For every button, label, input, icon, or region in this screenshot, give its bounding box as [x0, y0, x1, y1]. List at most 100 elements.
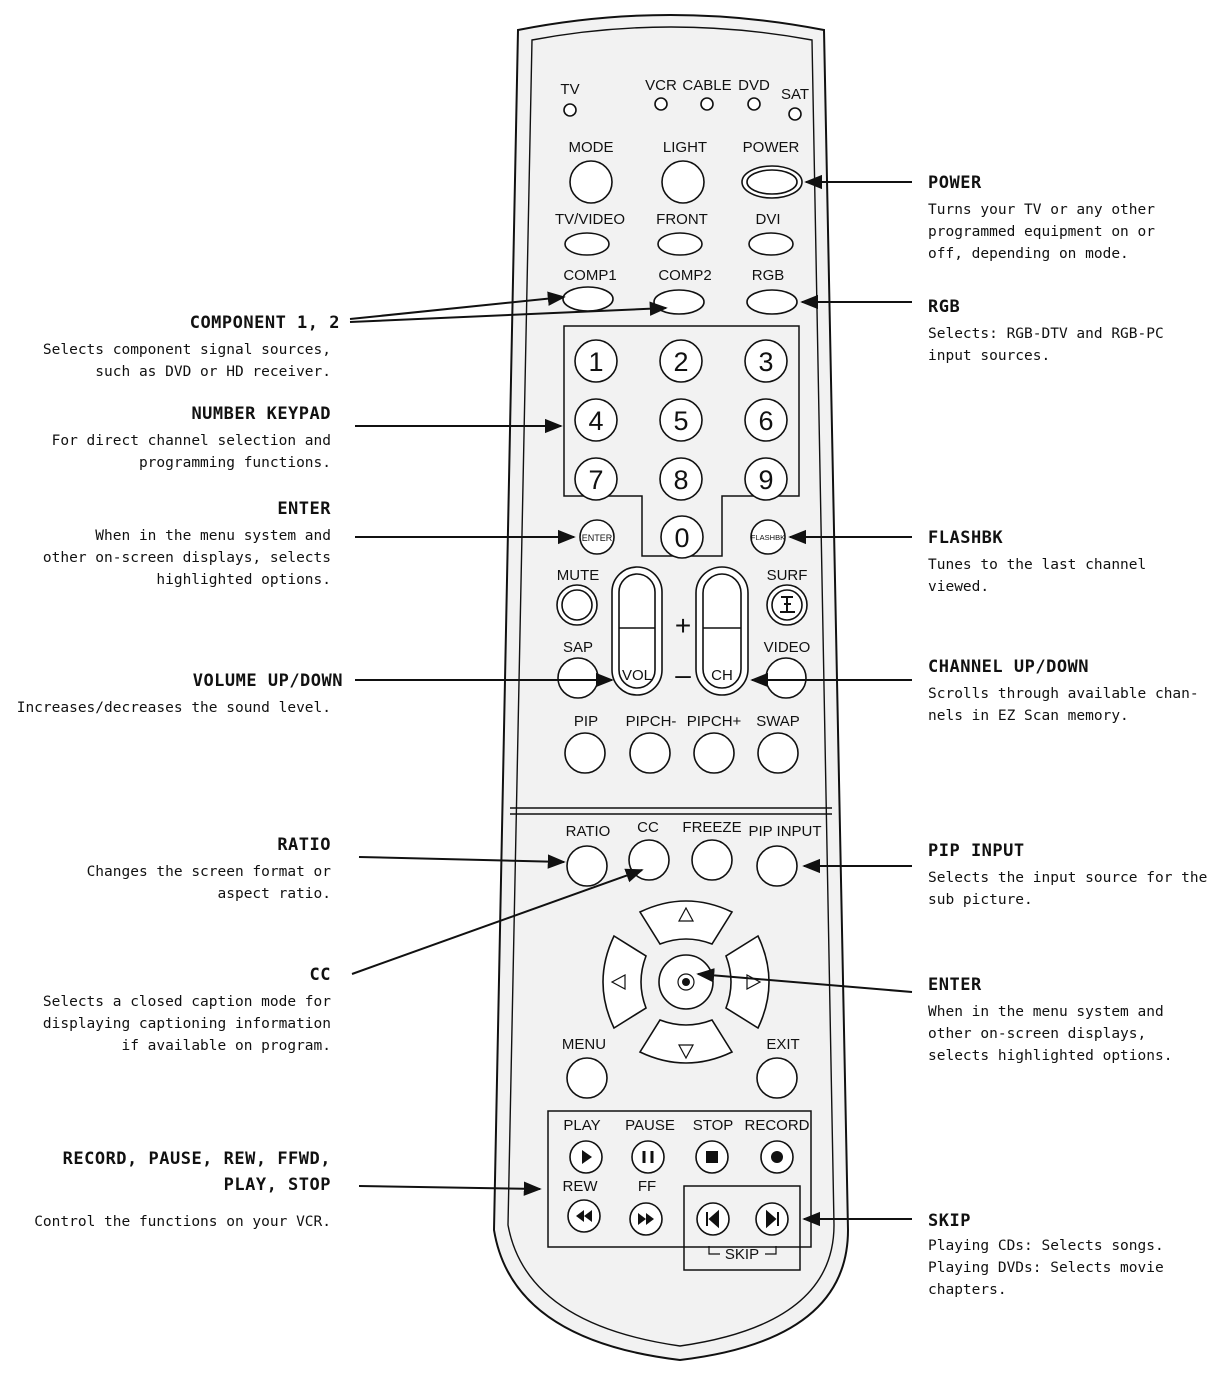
key-2-button[interactable] [659, 339, 703, 383]
select-dot-icon [682, 978, 690, 986]
mode-button[interactable] [569, 160, 613, 204]
callout-enter-left-line3: highlighted options. [156, 572, 331, 588]
callout-component-line2: such as DVD or HD receiver. [95, 364, 331, 380]
callout-enter-left-line2: other on-screen displays, selects [43, 550, 331, 566]
swap-button[interactable] [757, 732, 799, 774]
freeze-label: FREEZE [682, 819, 741, 836]
exit-button[interactable] [756, 1057, 798, 1099]
light-label: LIGHT [663, 139, 707, 156]
callout-transport-title2: PLAY, STOP [224, 1175, 331, 1195]
menu-button[interactable] [566, 1057, 608, 1099]
surfer-icon [780, 596, 795, 613]
play-label: PLAY [563, 1117, 600, 1134]
pip-label: PIP [574, 713, 598, 730]
dpad-down-button[interactable] [638, 1019, 734, 1064]
callout-enter-left-line1: When in the menu system and [95, 528, 331, 544]
surf-label: SURF [767, 567, 808, 584]
key-9-label: 9 [758, 465, 773, 495]
pipch-minus-label: PIPCH- [626, 713, 677, 730]
flashbk-button[interactable] [750, 519, 786, 555]
swap-label: SWAP [756, 713, 800, 730]
mode-sat-label: SAT [781, 86, 809, 103]
key-5-button[interactable] [659, 398, 703, 442]
pause-icon [642, 1151, 654, 1163]
tv-led-icon [563, 103, 577, 117]
transport-frame [547, 1110, 812, 1248]
callout-channel-line1: Scrolls through available chan- [928, 686, 1199, 702]
comp1-label: COMP1 [563, 267, 616, 284]
left-arrow-icon [610, 973, 626, 991]
dpad-up-button[interactable] [638, 900, 734, 945]
key-6-button[interactable] [744, 398, 788, 442]
ratio-label: RATIO [566, 823, 611, 840]
enter-button-label: ENTER [582, 533, 613, 543]
vol-label: VOL [622, 667, 652, 684]
mute-button-inner [561, 589, 593, 621]
callout-power-line1: Turns your TV or any other [928, 202, 1155, 218]
top-buttons: MODE LIGHT POWER TV/VIDEO FRONT DVI COMP… [555, 139, 803, 315]
callout-pip-input: PIP INPUT Selects the input source for t… [928, 841, 1207, 908]
comp2-button[interactable] [653, 289, 705, 315]
callout-flashbk-title: FLASHBK [928, 528, 1003, 548]
key-4-button[interactable] [574, 398, 618, 442]
direction-pad [602, 900, 770, 1064]
front-button[interactable] [657, 232, 703, 256]
dvi-button[interactable] [748, 232, 794, 256]
pipch-plus-label: PIPCH+ [687, 713, 742, 730]
key-7-label: 7 [588, 465, 603, 495]
key-2-label: 2 [673, 347, 688, 377]
power-label: POWER [743, 139, 800, 156]
callout-flashbk: FLASHBK Tunes to the last channel viewed… [928, 528, 1146, 595]
callout-flashbk-line2: viewed. [928, 579, 989, 595]
rgb-button[interactable] [746, 289, 798, 315]
sap-button[interactable] [557, 657, 599, 699]
mode-label: MODE [569, 139, 614, 156]
callout-flashbk-line1: Tunes to the last channel [928, 557, 1146, 573]
callout-enter-left-title: ENTER [277, 499, 331, 519]
callout-channel-line2: nels in EZ Scan memory. [928, 708, 1129, 724]
cc-button[interactable] [628, 839, 670, 881]
fast-forward-icon [638, 1213, 654, 1225]
comp1-button[interactable] [562, 286, 614, 312]
pipch-plus-button[interactable] [693, 732, 735, 774]
key-7-button[interactable] [574, 457, 618, 501]
video-button[interactable] [765, 657, 807, 699]
freeze-button[interactable] [691, 839, 733, 881]
volume-rocker[interactable] [611, 566, 663, 696]
callout-enter-right-line3: selects highlighted options. [928, 1048, 1172, 1064]
key-0-button[interactable] [660, 515, 704, 559]
channel-rocker[interactable] [695, 566, 749, 696]
front-label: FRONT [656, 211, 708, 228]
skip-back-icon [706, 1209, 719, 1229]
mode-tv-label: TV [560, 81, 579, 98]
pip-input-button[interactable] [756, 845, 798, 887]
callout-enter-right-line1: When in the menu system and [928, 1004, 1164, 1020]
tv-video-button[interactable] [564, 232, 610, 256]
callout-transport-line1: Control the functions on your VCR. [34, 1214, 331, 1230]
pip-button[interactable] [564, 732, 606, 774]
callout-component-title: COMPONENT 1, 2 [190, 313, 340, 333]
callout-rgb-line1: Selects: RGB-DTV and RGB-PC [928, 326, 1164, 342]
key-4-label: 4 [588, 406, 603, 436]
skip-bracket [708, 1246, 777, 1255]
light-button[interactable] [661, 160, 705, 204]
key-8-button[interactable] [659, 457, 703, 501]
stop-icon [706, 1151, 718, 1163]
pause-button[interactable] [631, 1140, 665, 1174]
key-1-button[interactable] [574, 339, 618, 383]
dvd-led-icon [747, 97, 761, 111]
plus-sign: + [675, 610, 691, 641]
callout-lines [349, 174, 913, 1227]
flashbk-button-label: FLASHBK [751, 533, 785, 542]
ratio-button[interactable] [566, 845, 608, 887]
ch-label: CH [711, 667, 733, 684]
key-3-button[interactable] [744, 339, 788, 383]
enter-button[interactable] [579, 519, 615, 555]
pipch-minus-button[interactable] [629, 732, 671, 774]
callout-cc-line1: Selects a closed caption mode for [43, 994, 331, 1010]
key-9-button[interactable] [744, 457, 788, 501]
cc-label: CC [637, 819, 659, 836]
callout-channel-title: CHANNEL UP/DOWN [928, 657, 1089, 677]
callout-channel: CHANNEL UP/DOWN Scrolls through availabl… [928, 657, 1199, 724]
callout-keypad-line1: For direct channel selection and [52, 433, 331, 449]
